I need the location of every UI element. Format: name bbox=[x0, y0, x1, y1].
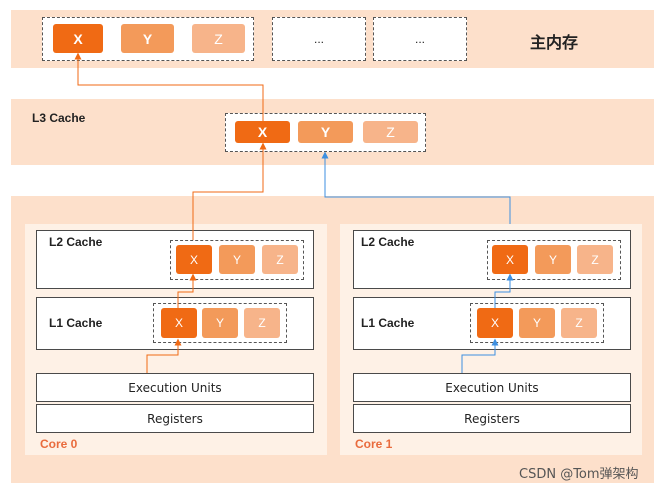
core-1-label: Core 1 bbox=[355, 437, 393, 451]
l3-cell-y: Y bbox=[298, 121, 353, 143]
core-1-l1-cell-z: Z bbox=[561, 308, 597, 338]
watermark: CSDN @Tom弹架构 bbox=[519, 467, 639, 482]
core-1-l2-cell-x: X bbox=[492, 245, 528, 274]
core-1-l1-cell-y: Y bbox=[519, 308, 555, 338]
core-1-exec-to-l1-arrow bbox=[461, 338, 499, 373]
core-0-l1-cell-y: Y bbox=[202, 308, 238, 338]
core-1-execution-units: Execution Units bbox=[353, 373, 631, 402]
core-1-l1-cell-x: X bbox=[477, 308, 513, 338]
l3-cell-z: Z bbox=[363, 121, 418, 143]
l3-to-main-memory-arrow bbox=[74, 52, 264, 121]
core-0-l2-to-l3-arrow bbox=[192, 142, 267, 240]
main-memory-ellipsis-1: ... bbox=[272, 17, 366, 61]
core-0-l1-to-l2-arrow bbox=[177, 273, 197, 308]
main-memory-cell-x: X bbox=[53, 24, 103, 53]
core-0-label: Core 0 bbox=[40, 437, 78, 451]
core-1-registers: Registers bbox=[353, 404, 631, 433]
main-memory-cell-z: Z bbox=[192, 24, 245, 53]
core-1-l1-label: L1 Cache bbox=[361, 316, 415, 330]
main-memory-title: 主内存 bbox=[530, 33, 579, 52]
core-0-l1-label: L1 Cache bbox=[49, 316, 103, 330]
core-1-l2-cell-z: Z bbox=[577, 245, 613, 274]
l3-cache-label: L3 Cache bbox=[32, 111, 86, 125]
core-1-l1-to-l2-arrow bbox=[494, 273, 514, 308]
main-memory-cell-y: Y bbox=[121, 24, 174, 53]
core-1-l2-cell-y: Y bbox=[535, 245, 571, 274]
core-1-l2-label: L2 Cache bbox=[361, 235, 415, 249]
core-0-l2-cell-x: X bbox=[176, 245, 212, 274]
core-0-execution-units: Execution Units bbox=[36, 373, 314, 402]
core-0-l1-cell-x: X bbox=[161, 308, 197, 338]
l3-cell-x: X bbox=[235, 121, 290, 143]
core-0-l2-cell-y: Y bbox=[219, 245, 255, 274]
core-0-l2-label: L2 Cache bbox=[49, 235, 103, 249]
core-1-l2-to-l3-arrow bbox=[321, 151, 511, 224]
core-0-l1-cell-z: Z bbox=[244, 308, 280, 338]
main-memory-ellipsis-2: ... bbox=[373, 17, 467, 61]
core-0-exec-to-l1-arrow bbox=[146, 338, 182, 373]
core-0-l2-cell-z: Z bbox=[262, 245, 298, 274]
core-0-registers: Registers bbox=[36, 404, 314, 433]
